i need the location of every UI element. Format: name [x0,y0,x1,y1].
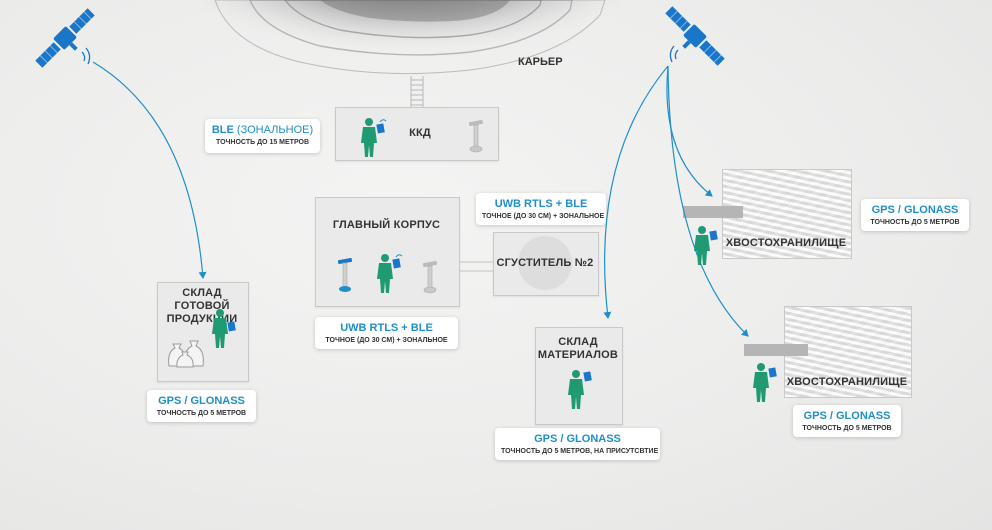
kkd-callout: BLE (ЗОНАЛЬНОЕ) ТОЧНОСТЬ ДО 15 МЕТРОВ [205,119,320,153]
main-building-tech: UWB RTLS + BLE [340,322,433,334]
arrow-right-satellite-to-tailings-2 [667,65,749,337]
materials-title-line: СКЛАД [558,336,598,348]
beacon-anchor-icon [422,260,438,294]
beacon-anchor-icon [337,257,353,292]
tailings-1-tech: GPS / GLONASS [871,204,959,216]
thickener-tank [518,236,572,290]
thickener-accuracy: ТОЧНОЕ (ДО 30 СМ) + ЗОНАЛЬНОЕ [482,213,605,220]
sacks-icon [168,340,204,368]
arrow-right-satellite-to-tailings-1 [666,65,713,197]
worker-icon [753,363,777,402]
thickener-tech: UWB RTLS + BLE [494,198,588,210]
tailings-2-tech: GPS / GLONASS [803,410,891,422]
materials-tech: GPS / GLONASS [534,433,621,445]
tailings-1-title: ХВОСТОХРАНИЛИЩЕ [725,237,847,249]
finished-goods-tech: GPS / GLONASS [158,395,245,407]
materials-title: СКЛАД МАТЕРИАЛОВ [535,336,621,362]
arrow-left-satellite-to-finished-goods [92,61,207,279]
thickener-title: СГУСТИТЕЛЬ №2 [496,257,594,269]
materials-callout: GPS / GLONASS ТОЧНОСТЬ ДО 5 МЕТРОВ, НА П… [495,428,660,460]
thickener-callout: UWB RTLS + BLE ТОЧНОЕ (ДО 30 СМ) + ЗОНАЛ… [476,193,606,225]
tailings-2-accuracy: ТОЧНОСТЬ ДО 5 МЕТРОВ [802,425,892,432]
worker-icon [212,309,236,348]
kkd-tech: BLE [211,124,234,136]
beacon-anchor-icon [468,119,484,153]
tailings-2-title: ХВОСТОХРАНИЛИЩЕ [786,376,908,388]
tailings-2-callout: GPS / GLONASS ТОЧНОСТЬ ДО 5 МЕТРОВ [793,405,901,437]
finished-goods-accuracy: ТОЧНОСТЬ ДО 5 МЕТРОВ [156,410,247,417]
arrow-right-satellite-to-materials [603,65,669,319]
satellite-icon [665,6,725,66]
main-building-accuracy: ТОЧНОЕ (ДО 30 СМ) + ЗОНАЛЬНОЕ [325,337,448,344]
materials-title-line: МАТЕРИАЛОВ [537,349,619,361]
materials-accuracy: ТОЧНОСТЬ ДО 5 МЕТРОВ, НА ПРИСУТСВТИЕ [501,448,659,455]
finished-goods-title-line: ГОТОВОЙ [174,300,230,312]
kkd-title: ККД [409,127,431,139]
tailings-1-dam [683,206,743,218]
finished-goods-title-line: СКЛАД [182,287,222,299]
worker-icon [377,254,403,293]
kkd-accuracy: ТОЧНОСТЬ ДО 15 МЕТРОВ [215,139,310,146]
satellite-icon [35,8,95,68]
tailings-2-dam [744,344,808,356]
worker-icon [361,118,387,157]
tailings-1-callout: GPS / GLONASS ТОЧНОСТЬ ДО 5 МЕТРОВ [861,199,969,231]
tailings-pond-1 [722,169,852,259]
kkd-building [335,107,499,161]
main-building-callout: UWB RTLS + BLE ТОЧНОЕ (ДО 30 СМ) + ЗОНАЛ… [315,317,458,349]
main-building-title: ГЛАВНЫЙ КОРПУС [332,219,441,231]
kkd-tech-note: (ЗОНАЛЬНОЕ) [236,124,314,136]
finished-goods-callout: GPS / GLONASS ТОЧНОСТЬ ДО 5 МЕТРОВ [147,390,256,422]
worker-icon [694,226,718,265]
quarry-label: КАРЬЕР [518,56,563,68]
tailings-1-accuracy: ТОЧНОСТЬ ДО 5 МЕТРОВ [870,219,960,226]
worker-icon [568,370,592,409]
